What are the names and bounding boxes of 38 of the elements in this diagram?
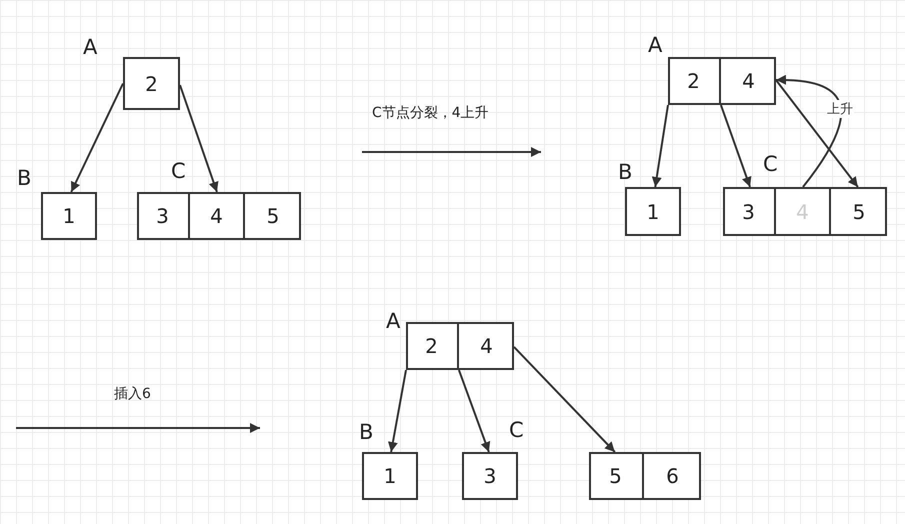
step-caption: C节点分裂，4上升: [372, 104, 489, 122]
node-letter: C: [509, 420, 524, 441]
arrow: [458, 370, 490, 452]
arrow: [775, 79, 859, 188]
node-letter: A: [648, 35, 662, 56]
node-letter: A: [83, 37, 98, 58]
node-letter: C: [171, 161, 186, 182]
key-number: 1: [384, 464, 396, 488]
key-number: 3: [484, 464, 496, 488]
node-letter: C: [763, 154, 778, 175]
node-box: [589, 452, 701, 500]
node-letter: B: [618, 162, 632, 183]
key-number: 6: [666, 464, 679, 488]
edge-label: 上升: [826, 100, 854, 118]
arrow: [652, 104, 669, 188]
key-number: 2: [145, 72, 158, 96]
key-number: 2: [687, 69, 700, 93]
arrow: [70, 83, 124, 192]
key-number: 1: [646, 200, 660, 224]
key-number: 2: [425, 334, 438, 358]
arrow: [179, 84, 218, 192]
node-letter: A: [386, 311, 400, 332]
key-number: 5: [609, 464, 622, 488]
key-number: 3: [742, 200, 755, 224]
key-number: 4: [210, 204, 223, 228]
key-number: 4: [480, 334, 493, 358]
key-number: 5: [266, 204, 280, 228]
arrow: [720, 104, 752, 188]
key-number: 5: [852, 200, 866, 224]
key-number: 1: [62, 204, 76, 228]
key-number: 3: [156, 204, 169, 228]
arrow: [513, 346, 616, 453]
arrow: [776, 75, 842, 188]
arrow: [388, 370, 407, 452]
node-letter: B: [359, 422, 374, 443]
step-caption: 插入6: [114, 385, 151, 403]
node-letter: B: [17, 168, 32, 189]
key-number: 4: [742, 69, 755, 93]
